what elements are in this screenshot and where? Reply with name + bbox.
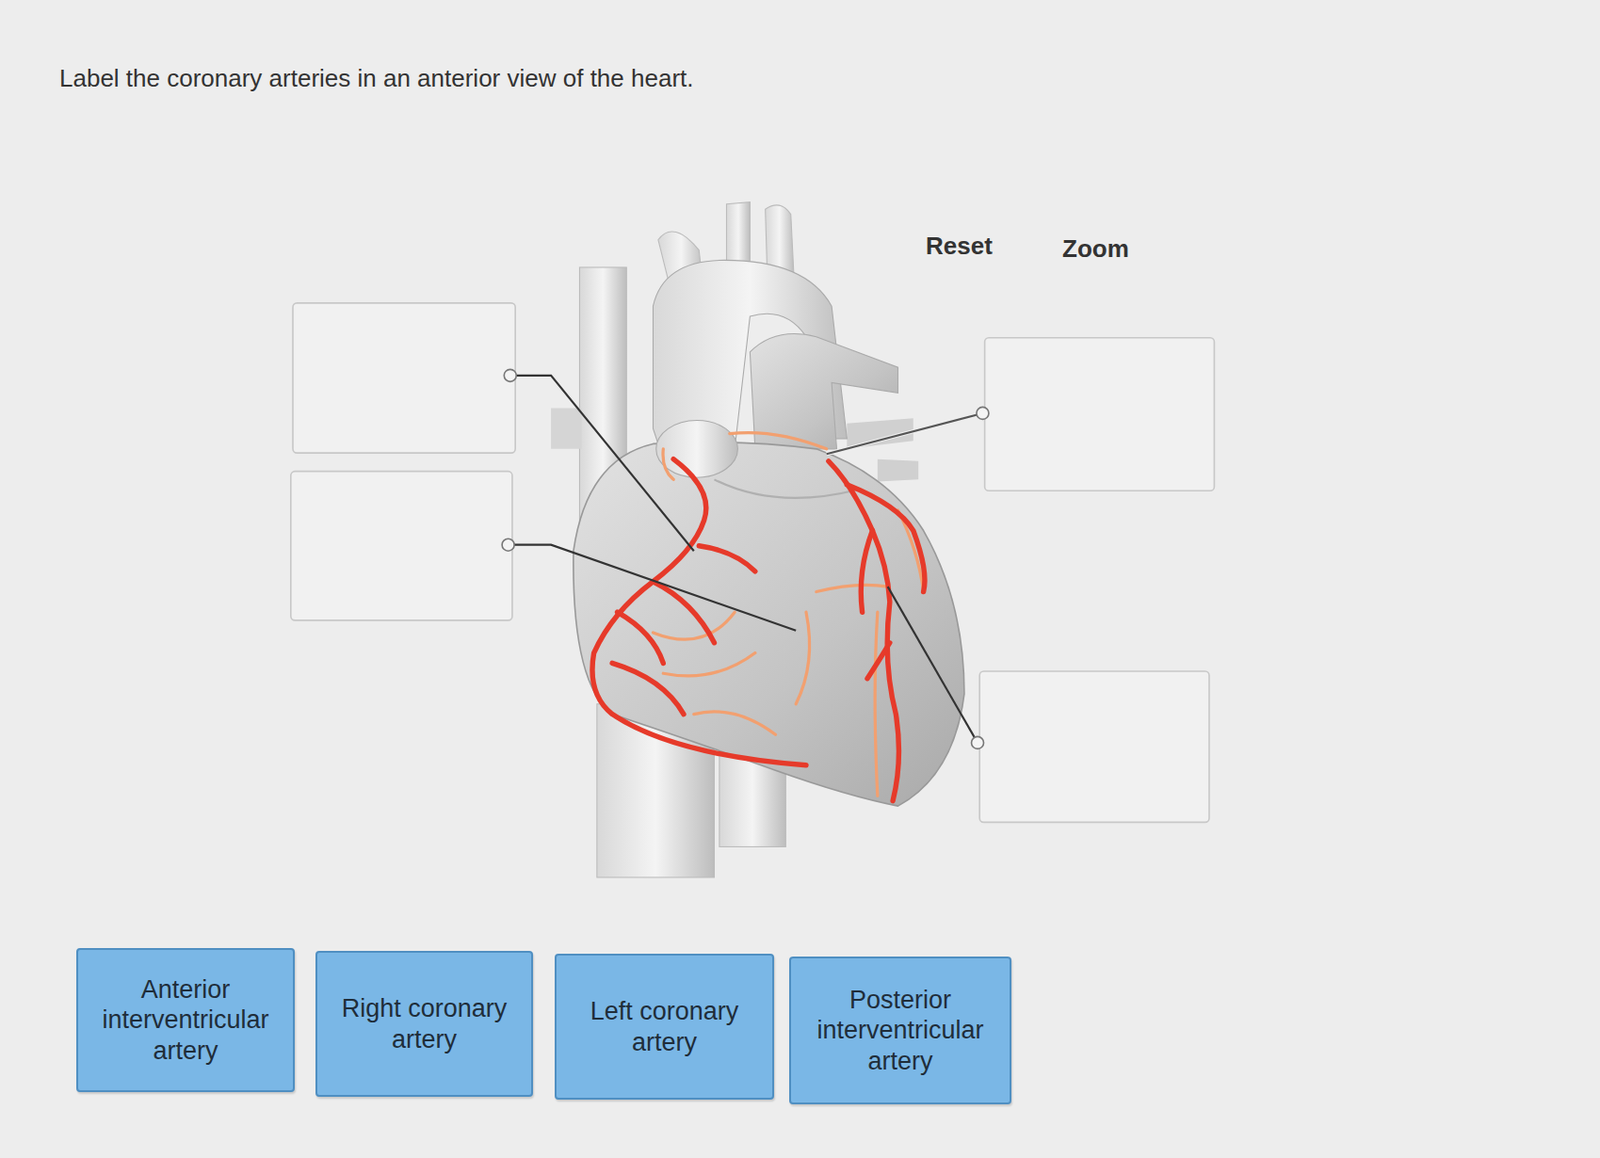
tile-label: Anterior interventricular artery — [85, 974, 286, 1067]
answer-tile: Left coronary artery — [554, 953, 775, 1100]
answer-tile: Anterior interventricular artery — [76, 948, 295, 1093]
answer-tile: Posterior interventricular artery — [789, 956, 1012, 1105]
tile-label: Posterior interventricular artery — [798, 985, 1003, 1077]
tile-label: Right coronary artery — [324, 993, 524, 1055]
toolbar-button: Reset — [925, 231, 993, 261]
tile-label: Left coronary artery — [564, 996, 765, 1058]
question-title: Label the coronary arteries in an anteri… — [59, 64, 695, 94]
answer-tile: Right coronary artery — [315, 951, 534, 1098]
toolbar-button: Zoom — [1062, 234, 1130, 264]
